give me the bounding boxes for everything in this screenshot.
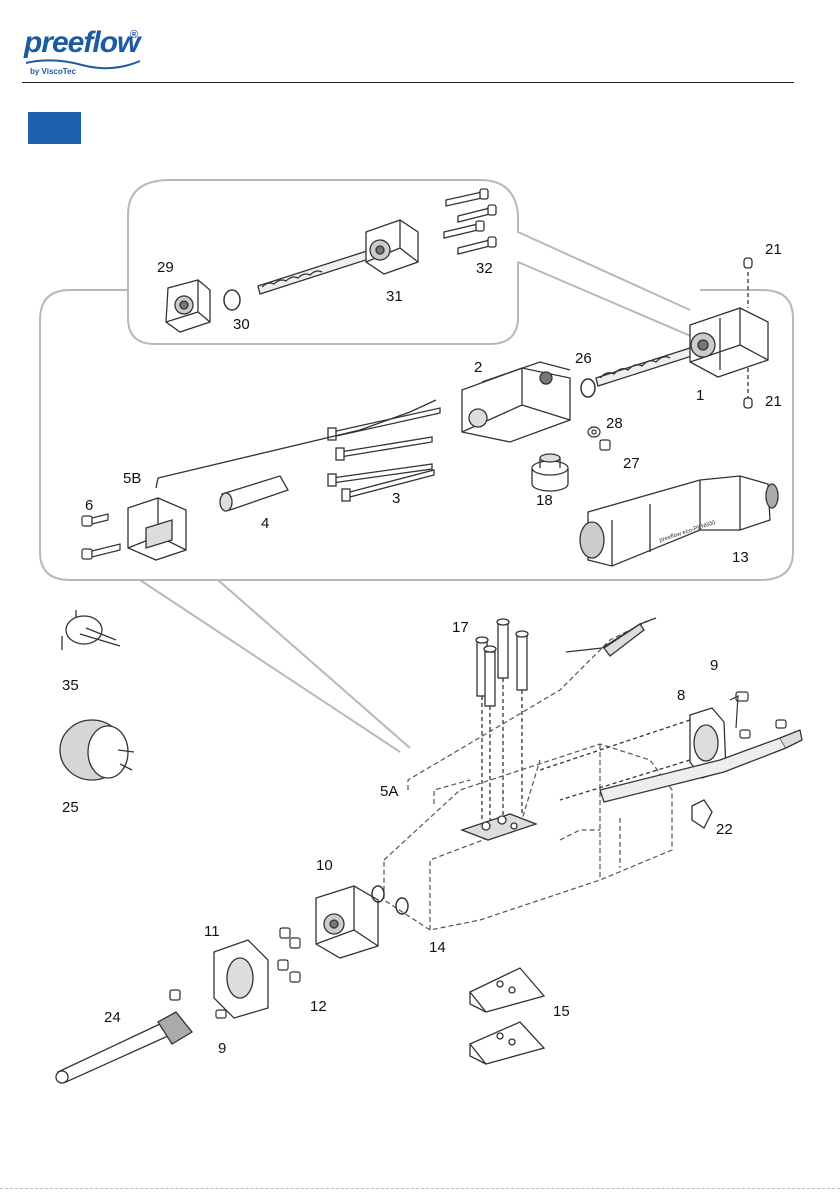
part-30-oring (224, 290, 240, 310)
label-17: 17 (452, 619, 469, 636)
part-31-rotor-stator (258, 220, 418, 294)
label-27: 27 (623, 455, 640, 472)
label-15: 15 (553, 1003, 570, 1020)
part-17-screws (476, 619, 528, 820)
label-35: 35 (62, 677, 79, 694)
label-4: 4 (261, 515, 269, 532)
part-24-nozzle (56, 990, 192, 1083)
label-1: 1 (696, 387, 704, 404)
cable-5a (566, 618, 656, 656)
part-4-cartridge (220, 476, 288, 511)
part-9-screw-bottom (216, 1010, 226, 1018)
part-15-blocks (470, 968, 544, 1064)
label-29: 29 (157, 259, 174, 276)
label-5b: 5B (123, 470, 141, 487)
part-22-fitting (692, 800, 712, 828)
label-8: 8 (677, 687, 685, 704)
label-32: 32 (476, 260, 493, 277)
label-26: 26 (575, 350, 592, 367)
label-28: 28 (606, 415, 623, 432)
label-11: 11 (204, 923, 220, 940)
part-32-screws (444, 189, 496, 254)
label-2: 2 (474, 359, 482, 376)
label-24: 24 (104, 1009, 121, 1026)
part-35-tool (62, 610, 120, 650)
part-12-screws (278, 928, 300, 982)
label-9-bottom: 9 (218, 1040, 226, 1057)
label-10: 10 (316, 857, 333, 874)
part-29-housing (166, 280, 210, 332)
part-labels: 29 30 31 32 21 21 1 2 26 28 27 18 13 3 4… (62, 241, 782, 1057)
part-25-knob (60, 720, 134, 780)
part-10-plate (316, 886, 378, 958)
label-13: 13 (732, 549, 749, 566)
part-5a-main-assembly (384, 620, 672, 930)
label-14: 14 (429, 939, 446, 956)
label-21-bottom: 21 (765, 393, 782, 410)
part-11-plate (214, 940, 268, 1018)
label-21-top: 21 (765, 241, 782, 258)
part-26-oring (581, 379, 595, 397)
label-9-top: 9 (710, 657, 718, 674)
label-30: 30 (233, 316, 250, 333)
label-3: 3 (392, 490, 400, 507)
label-25: 25 (62, 799, 79, 816)
page-footer-line (0, 1188, 840, 1189)
label-5a: 5A (380, 783, 398, 800)
part-6-screws (82, 514, 120, 559)
label-18: 18 (536, 492, 553, 509)
label-12: 12 (310, 998, 327, 1015)
mount-plate-assembly (462, 814, 536, 840)
part-18-cap (532, 454, 568, 491)
label-31: 31 (386, 288, 403, 305)
part-9-screws-top (730, 692, 786, 738)
label-6: 6 (85, 497, 93, 514)
label-22: 22 (716, 821, 733, 838)
